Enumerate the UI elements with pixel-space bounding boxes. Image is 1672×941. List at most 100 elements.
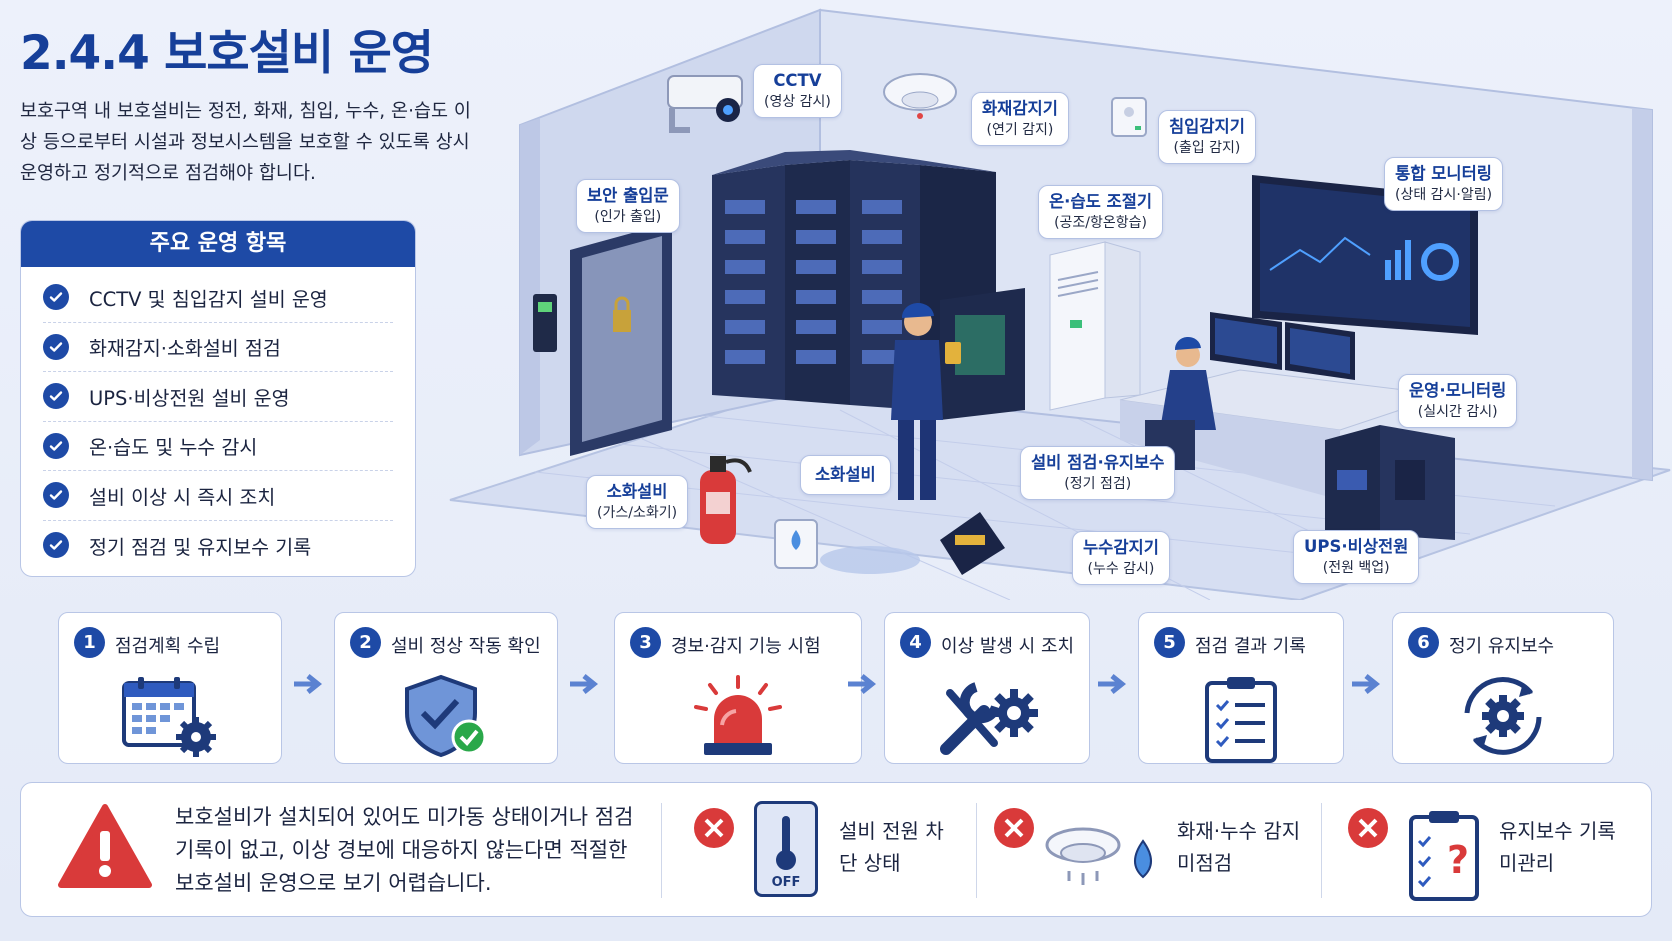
smoke-detector <box>883 73 957 119</box>
x-mark-icon <box>1348 808 1388 848</box>
callout-maintenance: 설비 점검·유지보수 (정기 점검) <box>1020 446 1176 500</box>
step-number: 2 <box>350 627 381 658</box>
step-number: 1 <box>74 627 105 658</box>
operation-label: 정기 점검 및 유지보수 기록 <box>89 535 312 559</box>
check-icon <box>43 432 69 459</box>
step-card: 2 설비 정상 작동 확인 <box>334 612 558 764</box>
divider <box>1321 803 1322 898</box>
step-label: 경보·감지 기능 시험 <box>671 636 821 657</box>
callout-monitoring: 통합 모니터링 (상태 감시·알림) <box>1384 157 1504 211</box>
callout-door: 보안 출입문 (인가 출입) <box>576 179 680 233</box>
wall-monitor <box>1252 175 1478 335</box>
callout-title: 침입감지기 <box>1169 117 1245 136</box>
callout-title: 보안 출입문 <box>587 186 669 205</box>
callout-sub: (연기 감지) <box>986 122 1054 138</box>
clipboard-checklist-icon <box>1205 677 1277 763</box>
callout-cctv: CCTV (영상 감시) <box>753 64 842 118</box>
callout-title: 통합 모니터링 <box>1395 164 1492 183</box>
callout-sub: (정기 점검) <box>1064 476 1132 492</box>
alarm-light-icon <box>694 675 782 755</box>
step-label: 설비 정상 작동 확인 <box>391 636 541 657</box>
step-label: 정기 유지보수 <box>1449 636 1555 657</box>
callout-title: CCTV <box>773 71 822 90</box>
callout-ops-monitor: 운영·모니터링 (실시간 감시) <box>1398 374 1518 428</box>
server-racks <box>712 150 1025 420</box>
wrench-gear-icon <box>940 682 1038 755</box>
operation-label: 온·습도 및 누수 감시 <box>89 436 258 460</box>
step-number: 4 <box>900 627 931 658</box>
callout-sub: (가스/소화기) <box>597 505 678 521</box>
callout-title: 온·습도 조절기 <box>1049 192 1153 211</box>
callout-extinguisher: 소화설비 <box>800 455 891 495</box>
check-icon <box>43 284 69 311</box>
hvac-unit <box>1049 241 1141 411</box>
callout-title: 화재감지기 <box>982 99 1058 118</box>
step-arrow <box>292 672 326 700</box>
check-icon <box>43 482 69 509</box>
intrusion-sensor <box>1111 97 1147 137</box>
callout-title: 소화설비 <box>606 482 668 501</box>
step-number: 6 <box>1408 627 1439 658</box>
step-arrow <box>1096 672 1130 700</box>
operation-item: 설비 이상 시 즉시 조치 <box>43 471 393 521</box>
step-card: 4 이상 발생 시 조치 <box>884 612 1090 764</box>
operation-item: 화재감지·소화설비 점검 <box>43 323 393 372</box>
operations-header: 주요 운영 항목 <box>21 221 415 267</box>
issue-label: 화재·누수 감지 미점검 <box>1177 819 1301 875</box>
callout-sub: (출입 감지) <box>1173 140 1241 156</box>
check-icon <box>43 532 69 559</box>
operation-label: UPS·비상전원 설비 운영 <box>89 386 290 410</box>
step-arrow <box>846 672 880 700</box>
step-card: 5 점검 결과 기록 <box>1138 612 1344 764</box>
facility-illustration: CCTV (영상 감시) 화재감지기 (연기 감지) 침입감지기 (출입 감지) 통합… <box>440 0 1672 600</box>
callout-sub: (영상 감시) <box>764 94 831 110</box>
check-icon <box>43 333 69 360</box>
callout-sub: (상태 감시·알림) <box>1395 187 1493 203</box>
check-icon <box>43 383 69 410</box>
step-card: 6 정기 유지보수 <box>1392 612 1614 764</box>
callout-sub: (전원 백업) <box>1322 560 1390 576</box>
callout-fire-detector: 화재감지기 (연기 감지) <box>971 92 1069 146</box>
security-door <box>533 222 672 456</box>
power-switch-off-icon: OFF <box>754 801 818 897</box>
callout-title: 소화설비 <box>815 465 876 484</box>
technician-figure <box>891 302 961 500</box>
step-arrow <box>1350 672 1384 700</box>
step-arrow <box>568 672 602 700</box>
callout-title: 누수감지기 <box>1083 538 1159 557</box>
callout-ups: UPS·비상전원(전원 백업) <box>1293 530 1420 584</box>
switch-off-label: OFF <box>771 875 801 890</box>
clipboard-question-icon: ? <box>1409 811 1479 901</box>
operations-panel: 주요 운영 항목 CCTV 및 침입감지 설비 운영 화재감지·소화설비 점검 … <box>20 220 416 577</box>
warning-text: 보호설비가 설치되어 있어도 미가동 상태이거나 점검 기록이 없고, 이상 경… <box>175 805 634 895</box>
callout-extinguisher-gas: 소화설비 (가스/소화기) <box>586 475 689 529</box>
step-number: 3 <box>630 627 661 658</box>
callout-leak: 누수감지기(누수 감시) <box>1072 531 1170 585</box>
calendar-gear-icon <box>122 677 216 757</box>
operation-label: CCTV 및 침입감지 설비 운영 <box>89 287 328 311</box>
ups-cabinet <box>1325 425 1455 548</box>
callout-intrusion: 침입감지기 (출입 감지) <box>1158 110 1256 164</box>
callout-title: 설비 점검·유지보수 <box>1031 453 1165 472</box>
callout-sub: (실시간 감시) <box>1417 404 1498 420</box>
leak-sensor <box>774 519 920 574</box>
shield-check-icon <box>405 674 487 758</box>
smoke-detector-water-icon <box>1045 827 1152 885</box>
warning-triangle-icon <box>58 804 152 888</box>
divider <box>976 803 977 898</box>
x-mark-icon <box>694 808 734 848</box>
callout-sub: (인가 출입) <box>594 209 662 225</box>
step-label: 점검 결과 기록 <box>1195 636 1306 657</box>
cycle-gear-icon <box>1464 677 1542 755</box>
callout-title: 운영·모니터링 <box>1409 381 1507 400</box>
operation-item: 온·습도 및 누수 감시 <box>43 422 393 471</box>
operation-label: 화재감지·소화설비 점검 <box>89 337 281 361</box>
warning-panel: 보호설비가 설치되어 있어도 미가동 상태이거나 점검 기록이 없고, 이상 경… <box>20 782 1652 917</box>
callout-hvac: 온·습도 조절기(공조/항온항습) <box>1038 185 1164 239</box>
svg-text:?: ? <box>1447 838 1469 882</box>
operation-item: CCTV 및 침입감지 설비 운영 <box>43 273 393 323</box>
divider <box>661 803 662 898</box>
issue-label: 설비 전원 차단 상태 <box>839 819 944 875</box>
page-title: 2.4.4 보호설비 운영 <box>20 26 434 81</box>
intro-text: 보호구역 내 보호설비는 정전, 화재, 침입, 누수, 온·습도 이상 등으로… <box>20 101 471 184</box>
